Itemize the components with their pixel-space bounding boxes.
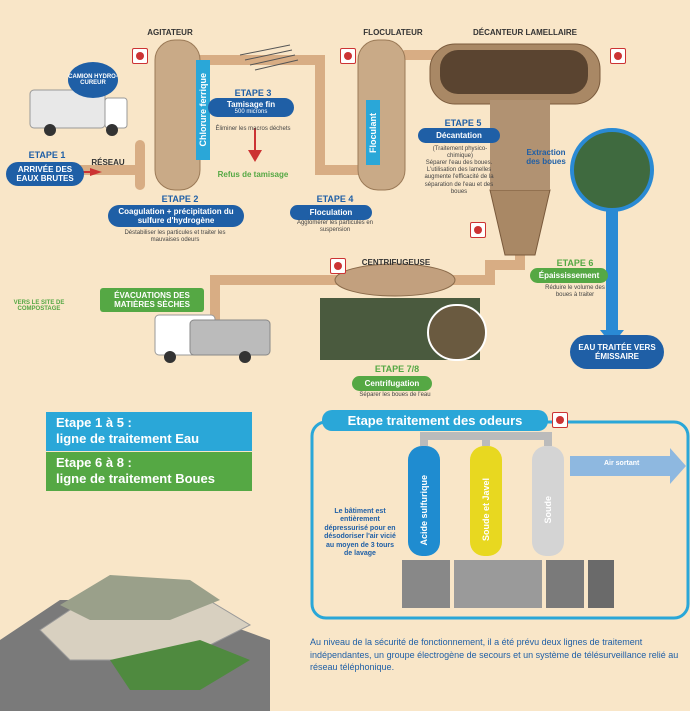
label-centrifugeuse: CENTRIFUGEUSE — [361, 258, 431, 267]
etape6-number: ETAPE 6 — [556, 258, 594, 268]
etape3-title-text: Tamisage fin — [226, 100, 276, 109]
etape5-title: Décantation — [418, 128, 500, 143]
label-floculateur: FLOCULATEUR — [363, 28, 423, 37]
label-agitateur: AGITATEUR — [147, 28, 193, 37]
label-reseau: RÉSEAU — [91, 158, 125, 167]
etape78-number: ETAPE 7/8 — [374, 364, 420, 374]
footer-text: Au niveau de la sécurité de fonctionneme… — [310, 637, 679, 673]
etape2-desc: Déstabiliser les particules et traiter l… — [124, 230, 226, 244]
etape5-number: ETAPE 5 — [444, 118, 482, 128]
odeurs-note: Le bâtiment est entièrement dépressurisé… — [324, 508, 396, 557]
etape5-desc2: Séparer l'eau des boues. L'utilisation d… — [424, 160, 494, 195]
camion-badge: CAMION HYDRO-CUREUR — [68, 62, 118, 98]
etape78-desc: Séparer les boues de l'eau — [359, 392, 431, 398]
refus-label: Refus de tamisage — [217, 170, 289, 179]
extraction-label: Extraction des boues — [526, 148, 566, 166]
etape1-title: ARRIVÉE DES EAUX BRUTES — [6, 162, 84, 186]
legend-boues-line1: Etape 6 à 8 : — [56, 455, 132, 470]
chlorure-bar: Chlorure ferrique — [196, 60, 210, 160]
legend-boues-line2: ligne de traitement Boues — [56, 471, 215, 487]
fan-icon — [610, 48, 626, 64]
legend-boues: Etape 6 à 8 : ligne de traitement Boues — [46, 452, 252, 491]
etape78-title: Centrifugation — [352, 376, 432, 391]
evacuations-banner: ÉVACUATIONS DES MATIÈRES SÈCHES — [100, 288, 204, 312]
legend-eau-line2: ligne de traitement Eau — [56, 431, 200, 447]
odeurs-title: Etape traitement des odeurs — [322, 410, 548, 431]
vers-site-label: VERS LE SITE DE COMPOSTAGE — [13, 300, 65, 312]
etape2-title: Coagulation + précipitation du sulfure d… — [108, 205, 244, 227]
fan-icon — [132, 48, 148, 64]
tower-2: Soude et Javel — [470, 470, 502, 550]
fan-icon — [470, 222, 486, 238]
tower-3: Soude — [532, 470, 564, 550]
tower-2-label: Soude et Javel — [481, 478, 491, 542]
etape5-desc1: (Traitement physico-chimique) — [432, 146, 488, 160]
etape1-number: ETAPE 1 — [28, 150, 66, 160]
floculant-bar: Floculant — [366, 100, 380, 165]
legend-eau: Etape 1 à 5 : ligne de traitement Eau — [46, 412, 252, 451]
etape3-sub: 500 microns — [234, 109, 268, 115]
fan-icon — [330, 258, 346, 274]
label-decanteur: DÉCANTEUR LAMELLAIRE — [473, 28, 577, 37]
chlorure-label: Chlorure ferrique — [198, 73, 208, 147]
eau-traitee-badge: EAU TRAITÉE VERS ÉMISSAIRE — [570, 335, 664, 369]
etape4-number: ETAPE 4 — [316, 194, 354, 204]
etape6-desc: Réduire le volume des boues à traiter — [545, 285, 605, 299]
odeurs-air: Air sortant — [604, 460, 640, 467]
etape6-title: Épaississement — [530, 268, 608, 283]
tower-1-label: Acide sulfurique — [419, 474, 429, 546]
legend-eau-line1: Etape 1 à 5 : — [56, 415, 132, 430]
etape3-number: ETAPE 3 — [234, 88, 272, 98]
fan-icon — [340, 48, 356, 64]
fan-icon — [552, 412, 568, 428]
tower-3-label: Soude — [543, 496, 553, 524]
etape2-number: ETAPE 2 — [161, 194, 199, 204]
etape4-title: Floculation — [290, 205, 372, 220]
floculant-label: Floculant — [368, 112, 378, 153]
etape4-desc: Agglomérer les particules en suspension — [296, 220, 374, 234]
tower-1: Acide sulfurique — [408, 470, 440, 550]
etape3-desc: Éliminer les macros déchets — [215, 126, 291, 132]
etape3-title: Tamisage fin 500 microns — [208, 98, 294, 117]
